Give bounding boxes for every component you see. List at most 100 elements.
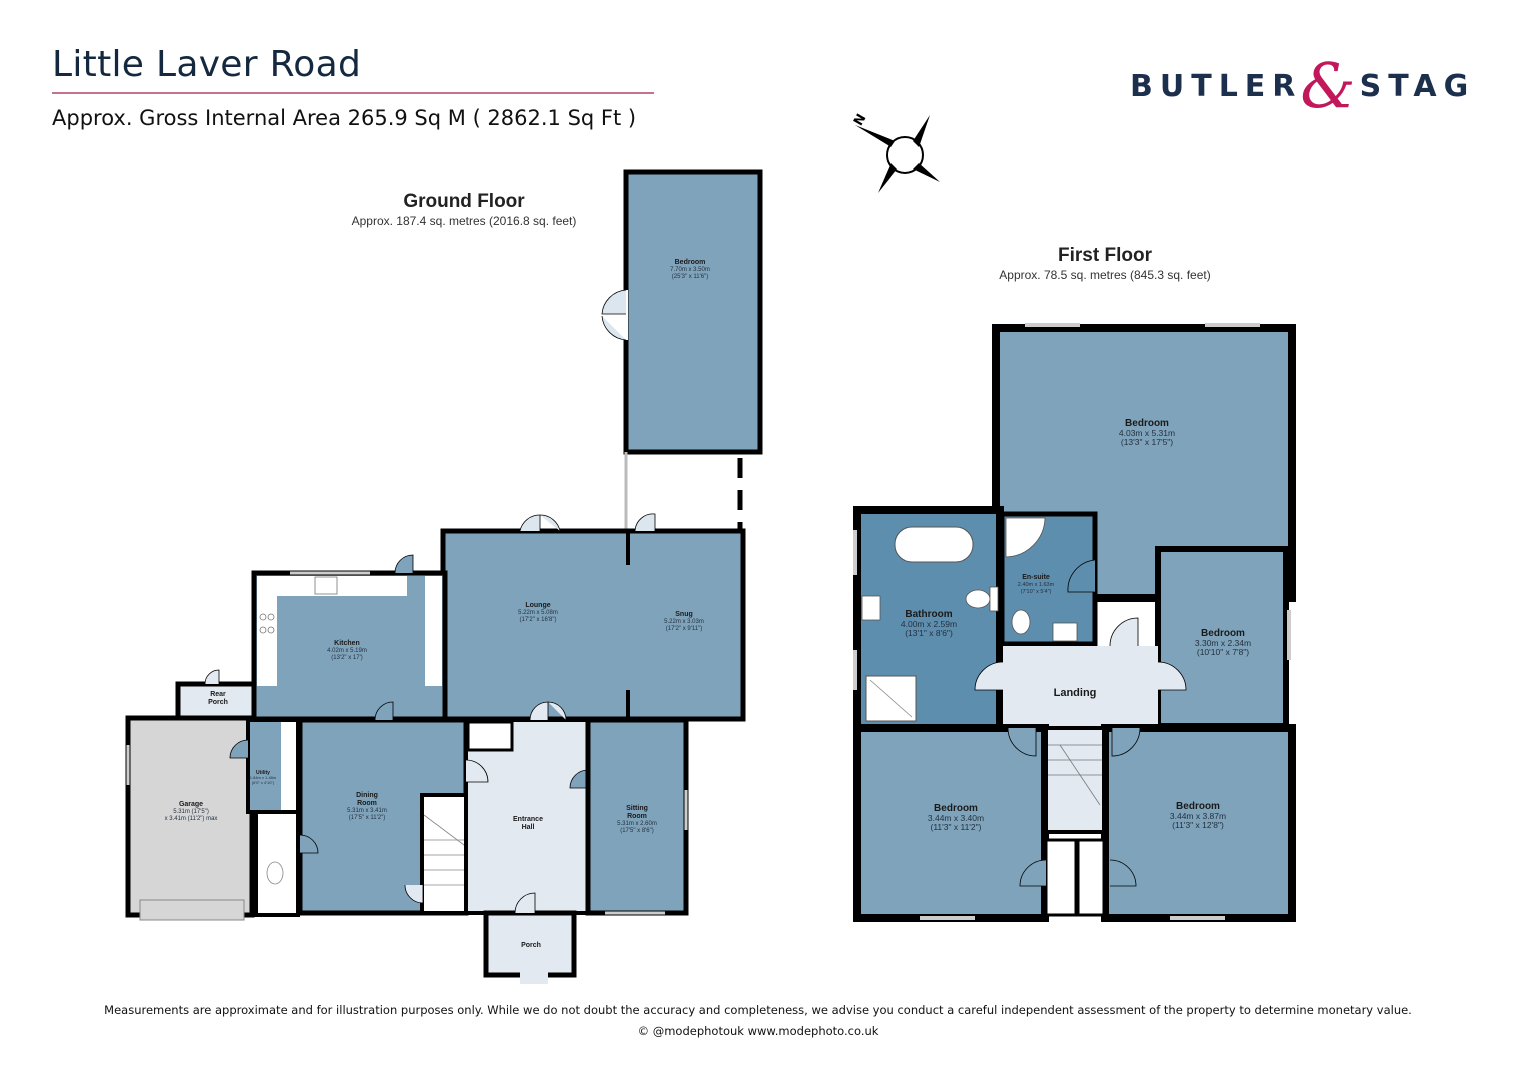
room-wc <box>254 810 300 917</box>
door-icon <box>229 739 249 759</box>
room-dimensions: 3.30m x 2.34m <box>1195 638 1251 648</box>
property-title: Little Laver Road <box>52 44 362 85</box>
room-label: Dining <box>356 792 378 799</box>
door-icon <box>1157 661 1187 691</box>
room-label: Hall <box>522 824 535 831</box>
garage-door <box>139 899 245 921</box>
compass-north-label: N <box>851 112 869 129</box>
french-door-icon <box>601 289 627 341</box>
room-dimensions: 3.44m x 3.40m <box>928 813 984 823</box>
room-dimensions: 5.31m (17'5") <box>173 809 209 815</box>
room-label: Room <box>357 800 377 807</box>
room-dimensions-imperial: (13'1" x 8'6") <box>905 628 953 638</box>
agent-logo: BUTLER & STAG <box>1130 55 1476 117</box>
room-label: Bathroom <box>905 609 952 620</box>
door-icon <box>974 661 1004 691</box>
room-ff-landing <box>1003 646 1158 726</box>
room-dimensions-imperial: (10'10" x 7'8") <box>1197 647 1249 657</box>
room-dimensions-imperial: (13'2" x 17') <box>331 655 362 661</box>
room-label: Bedroom <box>1201 628 1245 639</box>
room-dimensions: 5.31m x 2.60m <box>617 821 657 827</box>
room-dimensions-imperial: (11'3" x 12'8") <box>1172 820 1224 830</box>
door-icon <box>1067 559 1096 593</box>
door-icon <box>465 759 489 783</box>
room-label: Rear <box>210 691 226 698</box>
room-sitting <box>585 717 689 916</box>
stairs-icon <box>1048 744 1102 806</box>
room-gf-bedroom <box>623 169 763 455</box>
ff-cupboard <box>1044 838 1078 917</box>
room-dimensions: 4.03m x 5.31m <box>1119 428 1175 438</box>
room-dimensions: 5.31m x 3.41m <box>347 808 387 814</box>
logo-word-right: STAG <box>1359 68 1476 104</box>
stairs <box>420 793 468 915</box>
room-label: Kitchen <box>334 640 360 647</box>
sink-icon <box>314 576 338 595</box>
cupboard <box>466 720 514 752</box>
room-dimensions: 2.40m x 1.63m <box>1018 582 1055 588</box>
door-icon <box>569 769 589 789</box>
room-label: Sitting <box>626 805 648 812</box>
bath-icon <box>894 526 974 563</box>
room-dimensions: 4.02m x 5.19m <box>327 648 367 654</box>
room-label: Landing <box>1054 687 1097 699</box>
shower-icon <box>1005 517 1046 558</box>
toilet-icon <box>1011 609 1031 635</box>
room-ff-bedroom-br <box>1101 724 1296 922</box>
toilet-icon <box>266 861 284 885</box>
room-label: Entrance <box>513 816 543 823</box>
french-door-icon <box>529 701 567 721</box>
room-dimensions-imperial: (17'5" x 8'6") <box>620 828 654 834</box>
door-icon <box>204 669 220 685</box>
room-label: Bedroom <box>675 259 706 266</box>
toilet-cistern-icon <box>989 586 999 612</box>
basin-icon <box>1052 622 1078 642</box>
ground-floor-area: Approx. 187.4 sq. metres (2016.8 sq. fee… <box>351 214 577 228</box>
room-dimensions: 1.84m x 1.48m <box>250 775 277 780</box>
ff-stairs <box>1044 726 1106 834</box>
room-dimensions: 5.22m x 3.03m <box>664 619 704 625</box>
hob-icon <box>259 613 275 634</box>
shower-icon <box>869 679 913 718</box>
door-icon <box>1109 617 1139 647</box>
room-dimensions-imperial: (6'0" x 4'10") <box>252 780 275 785</box>
room-label: Porch <box>521 942 541 949</box>
room-dimensions: 5.22m x 5.08m <box>518 610 558 616</box>
first-floor-area: Approx. 78.5 sq. metres (845.3 sq. feet) <box>999 268 1211 282</box>
room-label: Bedroom <box>934 803 978 814</box>
door-icon <box>1111 727 1141 757</box>
kitchen-counter <box>425 576 442 686</box>
room-dimensions-imperial: (25'3" x 11'6") <box>672 274 708 280</box>
room-dimensions-imperial: x 3.41m (11'2") max <box>165 816 218 822</box>
utility-counter <box>281 722 296 810</box>
room-dimensions-imperial: (17'5" x 11'2") <box>349 815 385 821</box>
room-dimensions: 4.00m x 2.59m <box>901 619 957 629</box>
ground-floor-heading: Ground Floor Approx. 187.4 sq. metres (2… <box>334 191 594 228</box>
room-dimensions: 7.70m x 3.50m <box>670 267 710 273</box>
room-label: Room <box>627 813 647 820</box>
room-kitchen <box>251 570 448 722</box>
room-dimensions-imperial: (13'3" x 17'5") <box>1121 437 1173 447</box>
room-dimensions-imperial: (7'10" x 5'4") <box>1021 589 1052 595</box>
room-dimensions: 3.44m x 3.87m <box>1170 811 1226 821</box>
gross-internal-area: Approx. Gross Internal Area 265.9 Sq M (… <box>52 106 637 130</box>
door-icon <box>394 554 414 574</box>
room-lounge-snug <box>440 528 746 722</box>
room-label: En-suite <box>1022 574 1050 581</box>
toilet-icon <box>965 589 991 609</box>
room-label: Utility <box>256 770 270 776</box>
room-label: Snug <box>675 611 693 618</box>
door-icon <box>634 513 656 532</box>
room-ff-bedroom-bl <box>853 724 1049 922</box>
ground-floor-plan: Bedroom 7.70m x 3.50m (25'3" x 11'6") Lo… <box>125 169 763 984</box>
room-label: Lounge <box>525 602 550 609</box>
title-divider <box>52 92 654 94</box>
ground-floor-title: Ground Floor <box>403 191 525 212</box>
room-dimensions-imperial: (11'3" x 11'2") <box>930 822 981 832</box>
first-floor-title: First Floor <box>1058 245 1152 266</box>
room-label: Garage <box>179 801 203 808</box>
room-dimensions-imperial: (17'2" x 9'11") <box>666 626 702 632</box>
door-icon <box>514 892 536 914</box>
door-icon <box>1007 727 1037 757</box>
